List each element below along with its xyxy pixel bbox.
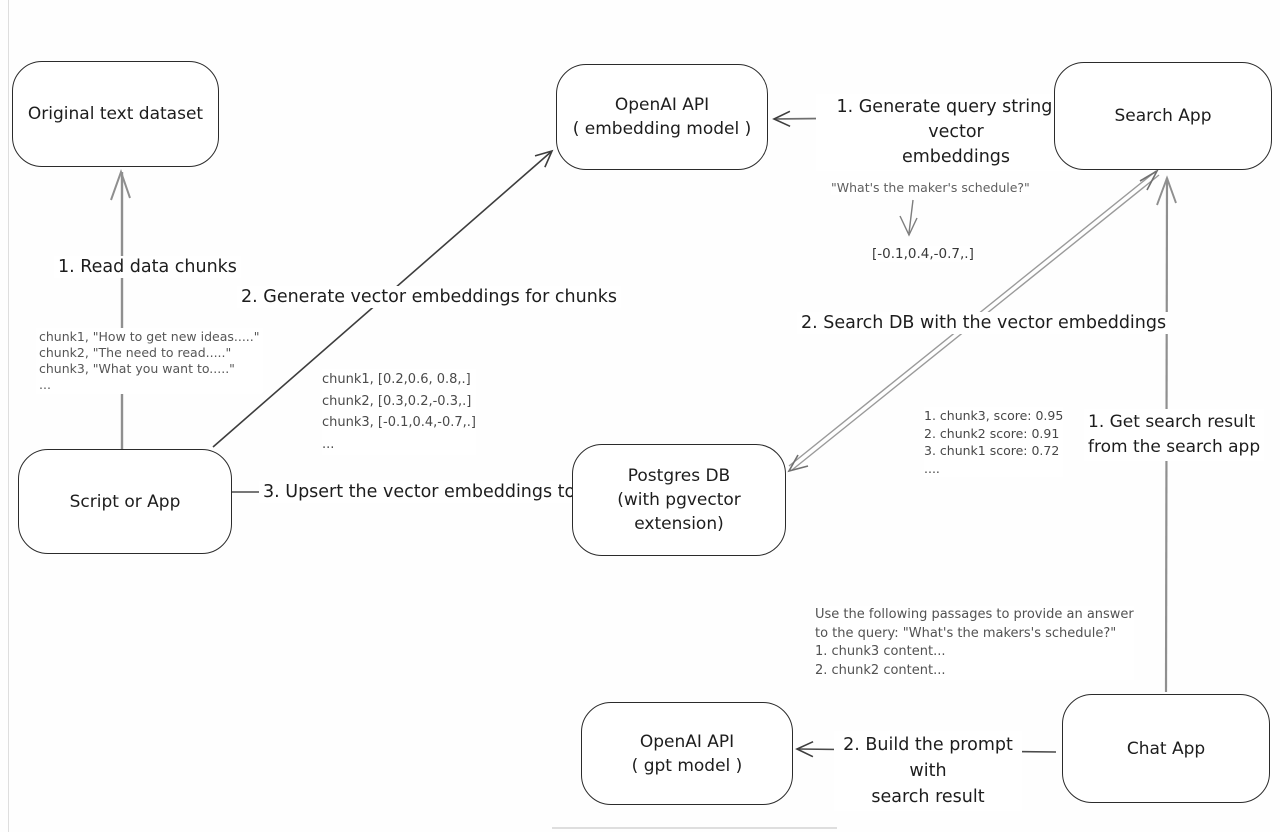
- edge-label-search-db: 2. Search DB with the vector embeddings: [797, 312, 1171, 334]
- node-search-app: Search App: [1054, 62, 1272, 170]
- node-openai-gpt-label: OpenAI API ( gpt model ): [631, 731, 743, 776]
- node-postgres-db-label: Postgres DB (with pgvector extension): [617, 466, 741, 534]
- edge-label-read-data-chunks: 1. Read data chunks: [54, 256, 241, 278]
- annotation-prompt-example: Use the following passages to provide an…: [815, 606, 1134, 680]
- annotation-query-example: "What's the maker's schedule?": [831, 180, 1030, 195]
- node-chat-app-label: Chat App: [1126, 738, 1206, 759]
- edge-label-get-search-result: 1. Get search result from the search app: [1084, 409, 1265, 461]
- node-chat-app: Chat App: [1062, 694, 1270, 803]
- edge-label-generate-embeddings: 2. Generate vector embeddings for chunks: [237, 286, 622, 308]
- arrow-query-example-to-vector: [908, 199, 914, 234]
- edge-label-upsert: 3. Upsert the vector embeddings to DB: [259, 481, 611, 503]
- annotation-query-vector: [-0.1,0.4,-0.7,.]: [872, 246, 974, 262]
- node-postgres-db: Postgres DB (with pgvector extension): [572, 444, 786, 556]
- node-openai-embedding: OpenAI API ( embedding model ): [556, 64, 768, 170]
- arrowhead-read-data-chunks: [110, 168, 131, 201]
- arrowhead-query-example-to-vector: [899, 215, 918, 237]
- node-openai-gpt: OpenAI API ( gpt model ): [581, 702, 793, 805]
- edge-label-query-to-vector: 1. Generate query string to vector embed…: [816, 94, 1096, 171]
- node-original-text-dataset: Original text dataset: [12, 61, 219, 167]
- node-openai-embedding-label: OpenAI API ( embedding model ): [572, 95, 752, 139]
- node-original-text-dataset-label: Original text dataset: [27, 104, 204, 124]
- node-search-app-label: Search App: [1114, 106, 1212, 126]
- canvas-left-edge: [8, 0, 9, 832]
- arrowhead-get-search-result: [1156, 175, 1177, 206]
- annotation-chunk-texts: chunk1, "How to get new ideas....." chun…: [36, 328, 263, 394]
- edge-label-build-prompt: 2. Build the prompt with search result: [834, 731, 1022, 811]
- annotation-chunk-vectors: chunk1, [0.2,0.6, 0.8,.] chunk2, [0.3,0.…: [322, 369, 477, 455]
- canvas-bottom-edge: [552, 827, 837, 829]
- arrowhead-search-db-bottom: [787, 454, 809, 473]
- arrowhead-search-db-top: [1139, 168, 1160, 191]
- node-script-or-app: Script or App: [18, 449, 232, 554]
- annotation-search-scores: 1. chunk3, score: 0.95 2. chunk2 score: …: [924, 407, 1064, 477]
- node-script-or-app-label: Script or App: [69, 491, 181, 512]
